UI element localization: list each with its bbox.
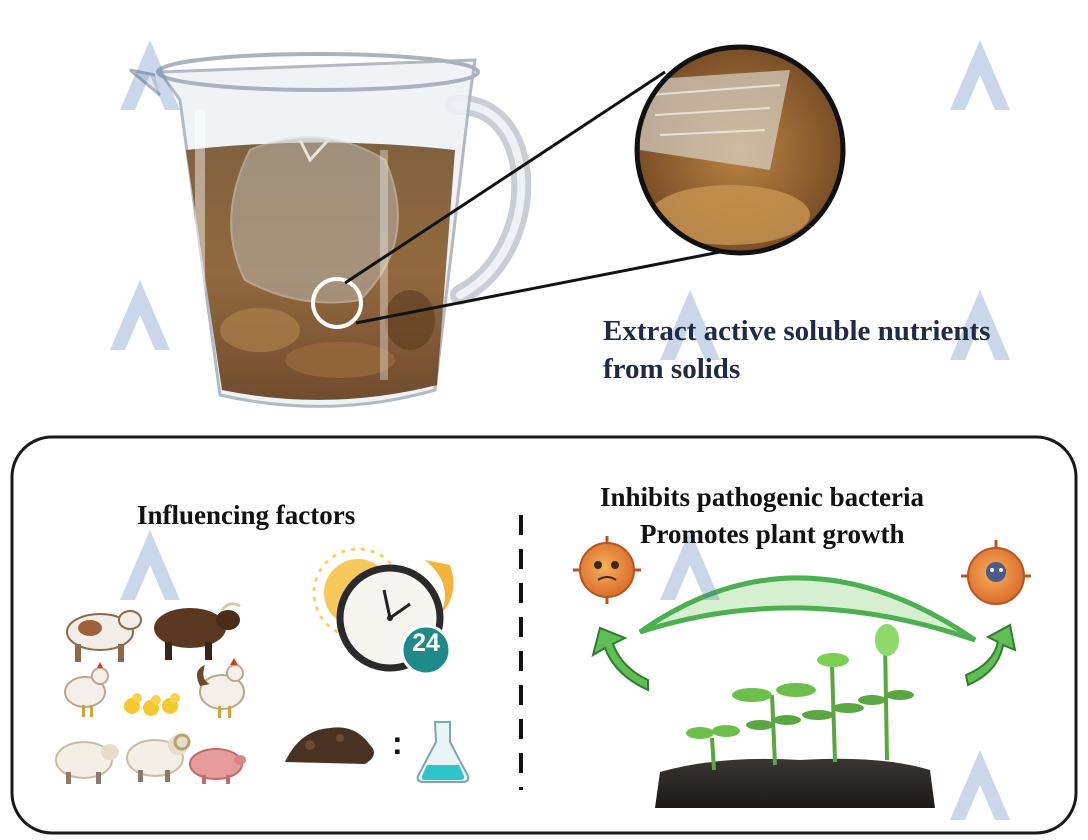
zoom-bubble [634, 44, 846, 256]
rooster-icon [196, 658, 245, 718]
ram-icon [126, 733, 191, 782]
cow-icon [66, 610, 142, 662]
influencing-factors-title: Influencing factors [137, 500, 356, 530]
benefit-line-1: Inhibits pathogenic bacteria [600, 482, 925, 512]
pig-icon [189, 748, 246, 784]
bottom-panel [10, 435, 1078, 835]
extract-caption: Extract active soluble nutrients from so… [603, 312, 1063, 388]
green-arc [638, 575, 977, 643]
soil-pile-icon [285, 727, 374, 764]
arrow-right-icon [964, 623, 1017, 687]
seedlings-soil [655, 624, 935, 808]
ratio-separator: : [392, 725, 403, 761]
zoom-connector [311, 70, 721, 329]
measuring-jug [129, 52, 532, 408]
bacteria-right-icon [961, 540, 1031, 605]
clock-icon [312, 547, 454, 676]
yak-icon [154, 602, 241, 660]
benefit-line-2: Promotes plant growth [640, 519, 905, 549]
caption-line-2: from solids [603, 353, 741, 385]
flask-icon [416, 721, 470, 783]
sheep-icon [55, 741, 119, 784]
arrow-left-icon [591, 626, 649, 692]
clock-badge-label: 24 [412, 629, 440, 657]
caption-line-1: Extract active soluble nutrients [603, 315, 991, 347]
chicks-icon [124, 693, 180, 716]
hen-icon [64, 662, 109, 717]
watermark-logos [110, 40, 1010, 820]
bacteria-left-icon [573, 536, 641, 604]
